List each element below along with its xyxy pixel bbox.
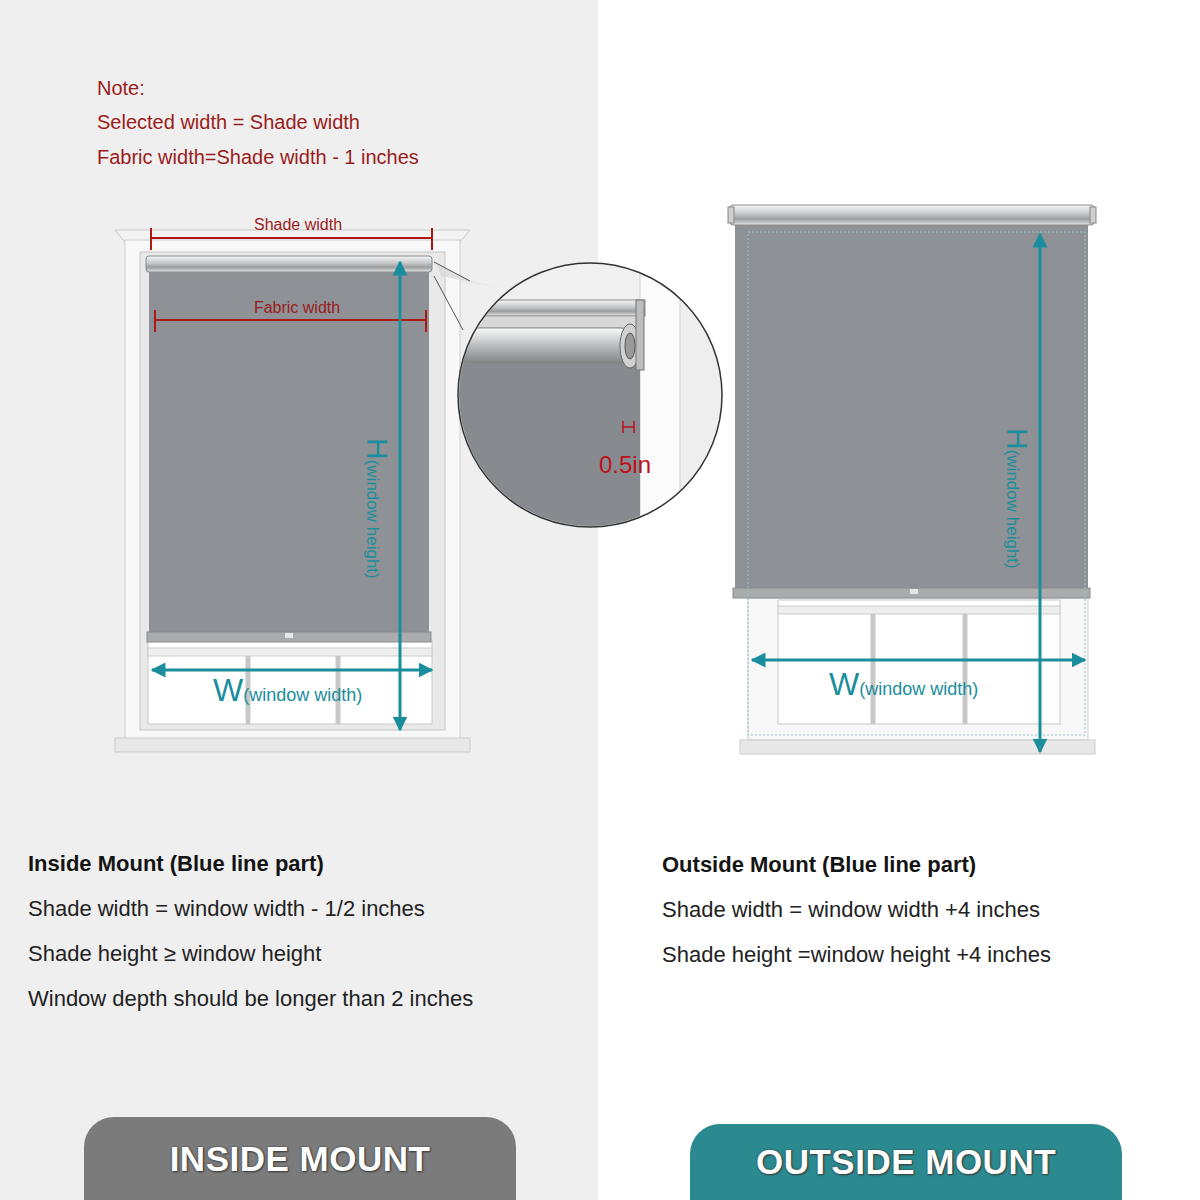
background <box>0 0 598 1200</box>
outside-window <box>778 600 1060 724</box>
dimension-label: (window height) <box>363 460 382 579</box>
background <box>598 0 1200 1200</box>
inside-window <box>140 252 445 730</box>
dimension-label: H <box>361 438 394 460</box>
label-text: Shade width = window width +4 inches <box>662 897 1040 922</box>
label-group: H(window height) <box>362 438 392 579</box>
magnifier <box>440 260 680 540</box>
label-text: Shade height ≥ window height <box>28 941 321 966</box>
button-label: OUTSIDE MOUNT <box>756 1142 1056 1182</box>
outside-window <box>740 598 1095 754</box>
label-text: Shade width <box>254 216 342 234</box>
inside-window <box>115 230 470 752</box>
outside-window <box>871 614 876 724</box>
magnifier <box>460 316 640 328</box>
outside-shade <box>728 207 734 223</box>
button-label: INSIDE MOUNT <box>170 1139 431 1179</box>
outline-dashed <box>748 232 1085 735</box>
magnifier <box>434 260 722 540</box>
label-group: H(window height) <box>1002 428 1032 569</box>
magnifier <box>622 421 624 433</box>
dimension-label: (window width) <box>859 679 978 699</box>
dimension-label: (window width) <box>243 685 362 705</box>
label-text: Note: <box>97 77 145 100</box>
measure-arrow <box>152 669 432 672</box>
label-text: Fabric width=Shade width - 1 inches <box>97 146 419 169</box>
magnifier <box>623 426 634 428</box>
magnifier <box>633 421 635 433</box>
measure-arrow <box>152 262 432 730</box>
outside-window <box>778 606 1060 614</box>
label-group: W(window width) <box>213 674 362 706</box>
dimension-line <box>154 310 156 332</box>
outside-shade <box>733 588 1090 598</box>
measure-arrow <box>752 234 1085 752</box>
dimension-line <box>155 319 426 321</box>
label-text: 0.5in <box>599 451 651 479</box>
dimension-label: W <box>213 672 243 708</box>
magnifier <box>436 262 500 288</box>
section-heading: Inside Mount (Blue line part) <box>28 851 324 876</box>
outside-shade <box>1090 207 1096 223</box>
section-heading: Outside Mount (Blue line part) <box>662 852 976 877</box>
magnifier <box>440 260 660 540</box>
outline-dashed <box>748 232 1085 735</box>
label-text: Fabric width <box>254 299 340 317</box>
measure-arrow <box>399 262 402 730</box>
outside-shade <box>910 589 918 594</box>
mount-button: OUTSIDE MOUNT <box>690 1124 1122 1200</box>
label-text: Shade height =window height +4 inches <box>662 942 1051 967</box>
dimension-line <box>150 228 152 250</box>
magnifier <box>455 328 637 364</box>
inside-shade <box>147 632 431 642</box>
dimension-label: (window height) <box>1003 450 1022 569</box>
magnifier <box>434 276 463 330</box>
inside-shade <box>285 633 293 638</box>
dimension-line <box>151 237 432 239</box>
label-group: W(window width) <box>829 668 978 700</box>
outside-window <box>740 740 1095 754</box>
magnifier <box>458 263 722 527</box>
magnifier <box>625 333 635 359</box>
measure-arrow <box>752 659 1085 662</box>
magnifier <box>434 262 470 281</box>
inside-window <box>148 648 432 656</box>
inside-shade <box>146 256 432 272</box>
inside-shade <box>149 270 429 636</box>
inside-shade <box>146 256 432 642</box>
magnifier <box>636 300 644 370</box>
dimension-line <box>151 228 432 332</box>
dimension-line <box>431 228 433 250</box>
outside-window <box>963 614 968 724</box>
magnifier <box>455 300 645 316</box>
label-text: Window depth should be longer than 2 inc… <box>28 986 473 1011</box>
mount-button: INSIDE MOUNT <box>84 1117 516 1200</box>
outside-window <box>748 598 1088 740</box>
outside-shade <box>735 222 1088 590</box>
inside-window <box>125 240 460 740</box>
dimension-label: H <box>1001 428 1034 450</box>
inside-window <box>115 738 470 752</box>
magnifier <box>455 350 640 540</box>
outside-shade <box>730 205 1094 225</box>
measure-arrow <box>1039 234 1042 752</box>
label-text: Selected width = Shade width <box>97 111 360 134</box>
label-text: Shade width = window width - 1/2 inches <box>28 896 425 921</box>
magnifier <box>640 260 680 540</box>
magnifier <box>623 421 634 433</box>
dimension-line <box>425 310 427 332</box>
inside-window <box>148 640 432 724</box>
dimension-label: W <box>829 666 859 702</box>
